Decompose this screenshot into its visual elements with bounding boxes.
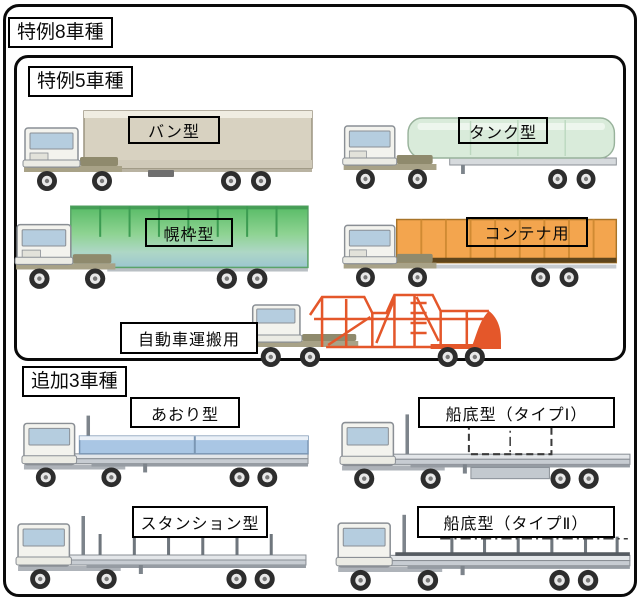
tarp-frame-truck-illustration	[10, 194, 314, 296]
dropside-truck-illustration	[16, 396, 314, 494]
container-truck-illustration	[338, 196, 622, 294]
special8-title: 特例8車種	[8, 17, 113, 48]
container-semitrailer-icon	[342, 218, 618, 288]
van-semitrailer-icon	[22, 110, 313, 191]
car-carrier-semitrailer-icon	[250, 293, 501, 367]
special5-title: 特例5車種	[28, 66, 133, 97]
car-carrier-truck-illustration	[113, 283, 505, 371]
tarp-frame-type-label: 幌枠型	[145, 218, 233, 247]
dropside-trailer-icon	[21, 415, 309, 488]
stanchion-type-label: スタンション型	[132, 506, 268, 538]
van-type-label: バン型	[128, 116, 220, 144]
additional3-title: 追加3車種	[22, 366, 127, 397]
ship-bottom-type1-trailer-icon	[339, 414, 631, 489]
van-truck-illustration	[18, 98, 318, 198]
dropside-type-label: あおり型	[130, 397, 240, 428]
tank-type-label: タンク型	[458, 117, 548, 144]
ship-bottom-type2-label: 船底型（タイプⅡ）	[417, 506, 615, 538]
ship-bottom-type2-trailer-icon	[335, 514, 631, 591]
car-carrier-type-label: 自動車運搬用	[120, 322, 258, 354]
tarp-frame-semitrailer-icon	[14, 205, 309, 289]
container-type-label: コンテナ用	[466, 217, 588, 247]
ship-bottom-type2-truck-illustration	[330, 494, 636, 598]
ship-bottom-type1-label: 船底型（タイプⅠ）	[418, 397, 615, 428]
stanchion-truck-illustration	[10, 496, 312, 596]
tank-truck-illustration	[338, 96, 622, 196]
ship-bottom-type1-truck-illustration	[334, 394, 636, 496]
stanchion-trailer-icon	[15, 516, 307, 589]
special8-group-border	[3, 4, 637, 597]
tank-semitrailer-icon	[342, 117, 617, 189]
